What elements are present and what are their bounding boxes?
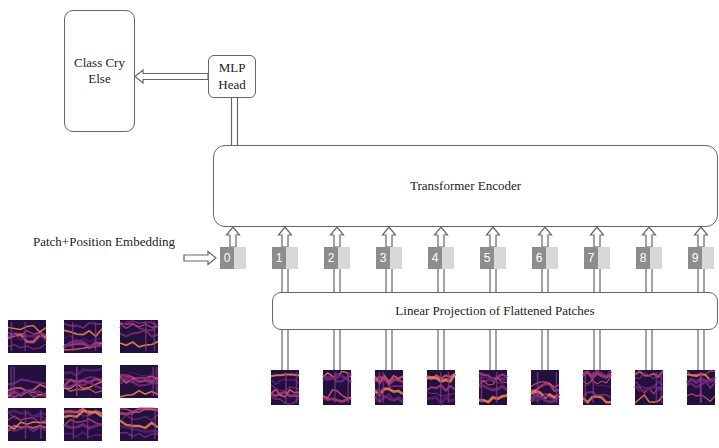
hollow-arrow	[331, 227, 344, 247]
box-text: Class Cry Else	[71, 55, 128, 88]
label-holder: Patch+Position Embedding	[14, 234, 194, 251]
hollow-arrow	[695, 227, 708, 247]
hollow-arrow	[135, 70, 208, 83]
hollow-arrow	[435, 227, 448, 247]
spectrogram-patch	[120, 320, 158, 353]
spectrogram-patch	[427, 370, 455, 405]
token-number: 9	[688, 251, 702, 265]
hollow-arrow	[539, 227, 552, 247]
spectrogram-patch	[479, 370, 507, 405]
projection-box: Linear Projection of Flattened Patches	[272, 292, 718, 330]
embedding-arrow	[184, 252, 216, 265]
spectrogram-patch	[120, 365, 158, 398]
patch-link	[282, 330, 288, 370]
patch-token: 5	[480, 247, 506, 269]
patch-token: 6	[532, 247, 558, 269]
spectrogram-patch	[531, 370, 559, 405]
spectrogram-patch	[8, 408, 46, 441]
box-text: MLP Head	[215, 60, 249, 93]
spectrogram-patch	[64, 408, 102, 441]
patch-token: 4	[428, 247, 454, 269]
box-text: Linear Projection of Flattened Patches	[395, 303, 594, 319]
patch-token: 3	[376, 247, 402, 269]
box-text: Transformer Encoder	[410, 178, 521, 194]
spectrogram-patch	[120, 408, 158, 441]
spectrogram-patch	[635, 370, 663, 405]
hollow-arrow	[487, 227, 500, 247]
hollow-arrow	[232, 98, 238, 145]
hollow-arrow	[591, 227, 604, 247]
patch-token: 0	[220, 247, 246, 269]
hollow-arrow	[646, 269, 652, 292]
spectrogram-patch	[375, 370, 403, 405]
hollow-arrow	[438, 269, 444, 292]
patch-link	[386, 330, 392, 370]
token-number: 2	[324, 251, 338, 265]
hollow-arrow	[542, 269, 548, 292]
hollow-arrow	[227, 227, 240, 247]
spectrogram-patch	[64, 320, 102, 353]
hollow-arrow	[282, 269, 288, 292]
hollow-arrow	[594, 269, 600, 292]
token-number: 6	[532, 251, 546, 265]
patch-link	[438, 330, 444, 370]
token-number: 4	[428, 251, 442, 265]
spectrogram-patch	[8, 365, 46, 398]
token-number: 0	[220, 251, 234, 265]
patch-link	[542, 330, 548, 370]
token-number: 5	[480, 251, 494, 265]
patch-link	[698, 330, 704, 370]
hollow-arrow	[490, 269, 496, 292]
hollow-arrow	[643, 227, 656, 247]
hollow-arrow	[279, 227, 292, 247]
token-number: 3	[376, 251, 390, 265]
encoder-box: Transformer Encoder	[213, 145, 718, 227]
token-number: 8	[636, 251, 650, 265]
patch-link	[594, 330, 600, 370]
patch-link	[646, 330, 652, 370]
patch-token: 7	[584, 247, 610, 269]
class-box: Class Cry Else	[64, 10, 135, 132]
patch-link	[490, 330, 496, 370]
spectrogram-patch	[271, 370, 299, 405]
hollow-arrow	[698, 269, 704, 292]
spectrogram-patch	[64, 365, 102, 398]
spectrogram-patch	[687, 370, 715, 405]
patch-token: 8	[636, 247, 662, 269]
hollow-arrow	[386, 269, 392, 292]
spectrogram-patch	[8, 320, 46, 353]
patch-token: 2	[324, 247, 350, 269]
embedding-label: Patch+Position Embedding	[33, 234, 175, 249]
patch-token: 9	[688, 247, 714, 269]
token-number: 1	[272, 251, 286, 265]
token-number: 7	[584, 251, 598, 265]
spectrogram-patch	[583, 370, 611, 405]
spectrogram-patch	[323, 370, 351, 405]
patch-link	[334, 330, 340, 370]
mlp-head-box: MLP Head	[208, 55, 256, 98]
hollow-arrow	[383, 227, 396, 247]
hollow-arrow	[334, 269, 340, 292]
patch-token: 1	[272, 247, 298, 269]
